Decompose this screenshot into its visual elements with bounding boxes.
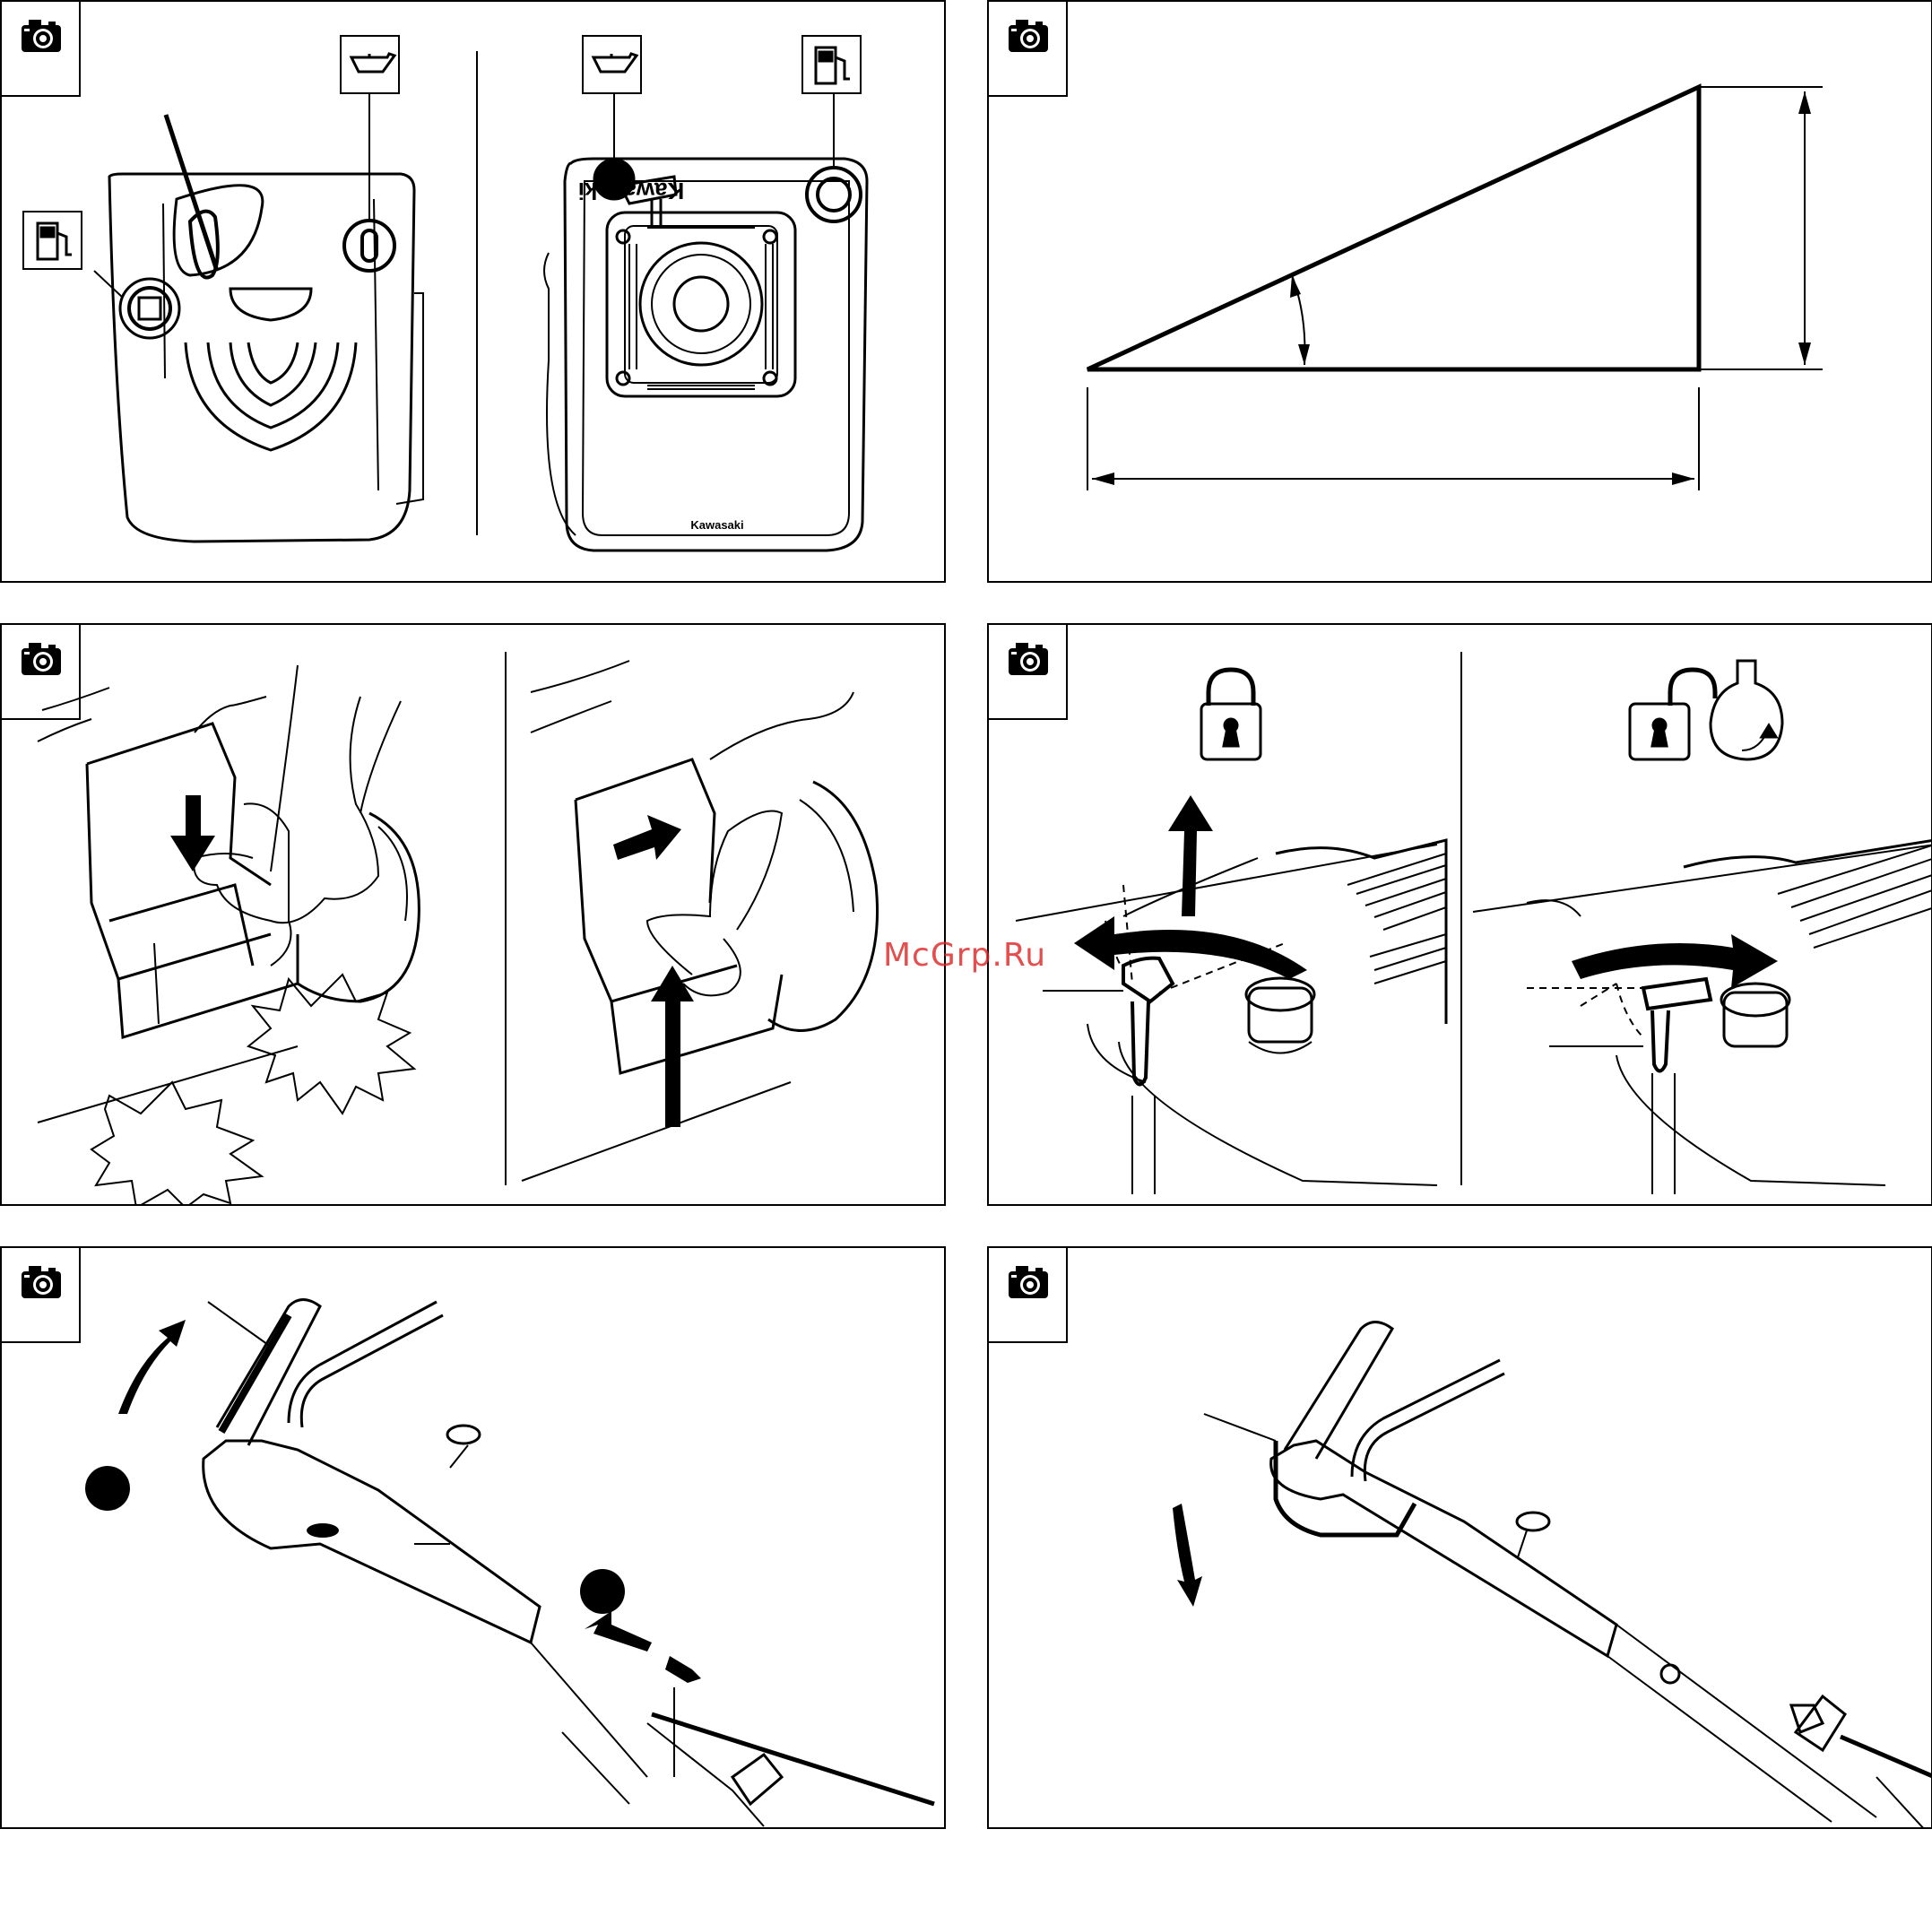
engine-caps-illustration: Kawasaki Kawasaki (2, 2, 946, 583)
oil-can-icon (351, 54, 637, 72)
panel-engine-caps: Kawasaki Kawasaki (0, 0, 946, 583)
key-rotate-icon (1711, 661, 1782, 759)
panel-grass-catcher (0, 623, 946, 1206)
straight-arrow-icon (585, 1611, 701, 1683)
panel-handle-lever (987, 1246, 1932, 1829)
padlock-open-icon (1630, 670, 1715, 759)
panel-handle-cable (0, 1246, 946, 1829)
brand-text-bottom: Kawasaki (690, 518, 743, 532)
watermark-text: McGrp.Ru (883, 937, 1046, 974)
curved-arrow-down-icon (1173, 1504, 1202, 1607)
panel-height-lever (987, 623, 1932, 1206)
padlock-closed-icon (1201, 670, 1261, 759)
arrow-up-icon (651, 966, 694, 1127)
slope-triangle-diagram (989, 2, 1932, 583)
panel-slope-triangle (987, 0, 1932, 583)
grass-catcher-illustration (2, 625, 946, 1206)
arrow-down-icon (170, 795, 215, 871)
arrow-right-icon (613, 815, 681, 860)
handle-lever-illustration (989, 1248, 1932, 1829)
brand-text-top: Kawasaki (578, 178, 685, 204)
handle-cable-illustration (2, 1248, 946, 1829)
height-lever-illustration (989, 625, 1932, 1206)
curved-arrow-up-icon (118, 1320, 186, 1414)
